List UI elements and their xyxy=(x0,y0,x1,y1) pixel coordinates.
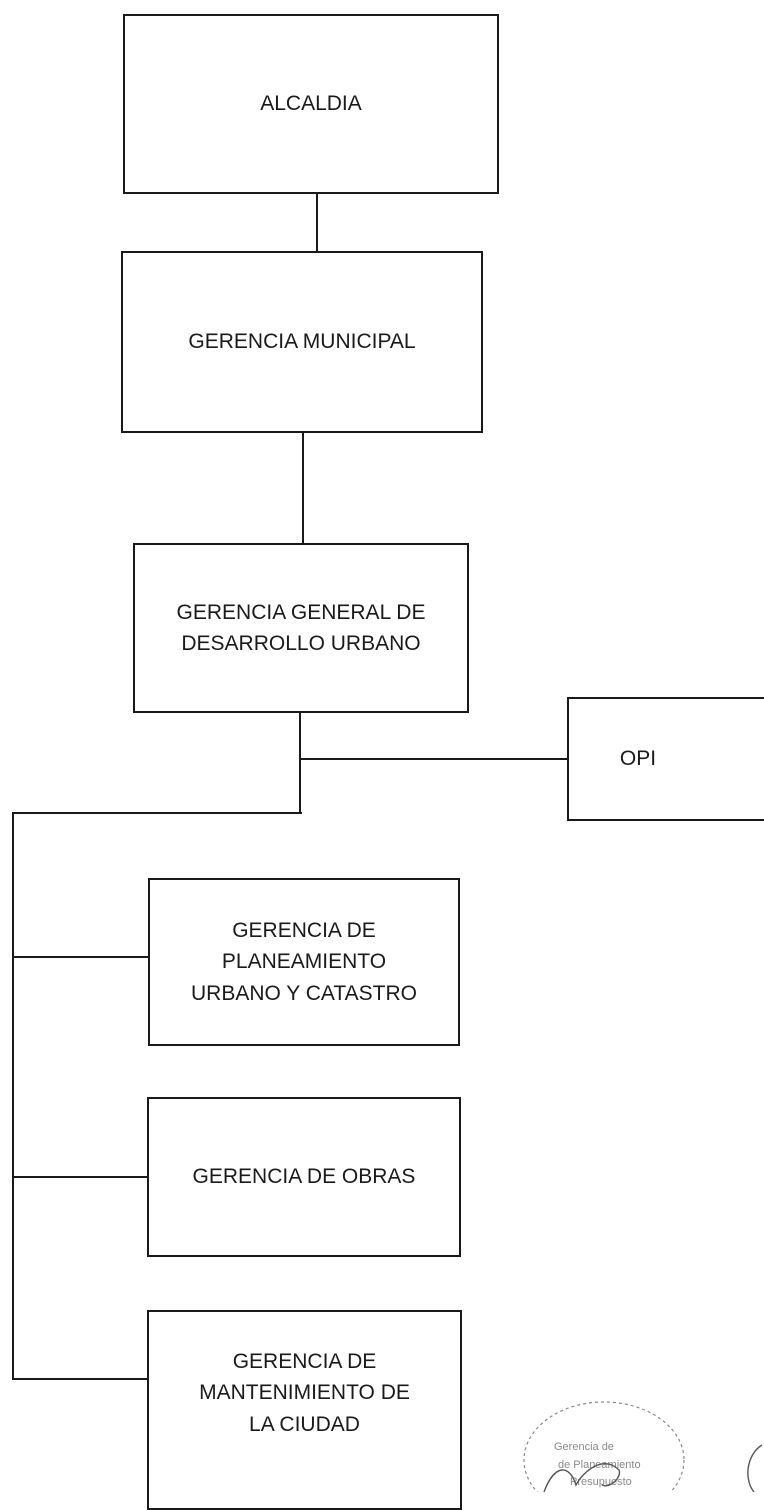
node-gerencia-mantenimiento-line3: LA CIUDAD xyxy=(249,1412,360,1436)
node-gerencia-mantenimiento-line2: MANTENIMIENTO DE xyxy=(199,1381,410,1405)
node-gerencia-mantenimiento: GERENCIA DE MANTENIMIENTO DE LA CIUDAD xyxy=(147,1310,462,1510)
connector-general-trunk xyxy=(299,712,301,814)
node-gerencia-mantenimiento-line1: GERENCIA DE xyxy=(232,1349,377,1373)
node-gerencia-mantenimiento-text: GERENCIA DE MANTENIMIENTO DE LA CIUDAD xyxy=(199,1346,410,1441)
node-gerencia-general: GERENCIA GENERAL DE DESARROLLO URBANO xyxy=(133,543,469,713)
node-gerencia-planeamiento: GERENCIA DE PLANEAMIENTO URBANO Y CATAST… xyxy=(148,878,460,1046)
node-alcaldia-label: ALCALDIA xyxy=(260,92,362,116)
node-opi-label: OPI xyxy=(619,747,657,771)
signature-mark xyxy=(543,1463,621,1492)
connector-to-opi xyxy=(300,758,568,760)
connector-municipal-general xyxy=(302,432,304,544)
signature-right-arc xyxy=(747,1444,763,1492)
stamp-text-3: Presupuesto xyxy=(570,1476,632,1488)
stamp-text-1: Gerencia de xyxy=(554,1441,614,1453)
official-stamp: Gerencia de de Planeamiento Presupuesto xyxy=(523,1401,763,1492)
connector-left-spine xyxy=(12,812,14,1380)
node-gerencia-planeamiento-line3: URBANO Y CATASTRO xyxy=(191,981,417,1005)
connector-to-planeamiento xyxy=(12,956,149,958)
connector-branch-left xyxy=(12,812,302,814)
node-opi: OPI xyxy=(567,697,764,821)
node-alcaldia: ALCALDIA xyxy=(123,14,499,194)
connector-to-mantenimiento xyxy=(12,1378,149,1380)
node-gerencia-general-line2: DESARROLLO URBANO xyxy=(181,632,421,655)
node-gerencia-municipal-label: GERENCIA MUNICIPAL xyxy=(188,330,416,354)
connector-alcaldia-municipal xyxy=(316,192,318,252)
node-gerencia-planeamiento-line2: PLANEAMIENTO xyxy=(221,950,387,974)
node-gerencia-general-text: GERENCIA GENERAL DE DESARROLLO URBANO xyxy=(177,597,426,660)
connector-to-obras xyxy=(12,1176,149,1178)
node-gerencia-obras-label: GERENCIA DE OBRAS xyxy=(192,1165,416,1189)
node-gerencia-planeamiento-text: GERENCIA DE PLANEAMIENTO URBANO Y CATAST… xyxy=(191,915,417,1010)
node-gerencia-municipal: GERENCIA MUNICIPAL xyxy=(121,251,483,433)
node-gerencia-general-line1: GERENCIA GENERAL DE xyxy=(176,600,426,624)
node-gerencia-obras: GERENCIA DE OBRAS xyxy=(147,1097,461,1257)
node-gerencia-planeamiento-line1: GERENCIA DE xyxy=(232,918,376,942)
